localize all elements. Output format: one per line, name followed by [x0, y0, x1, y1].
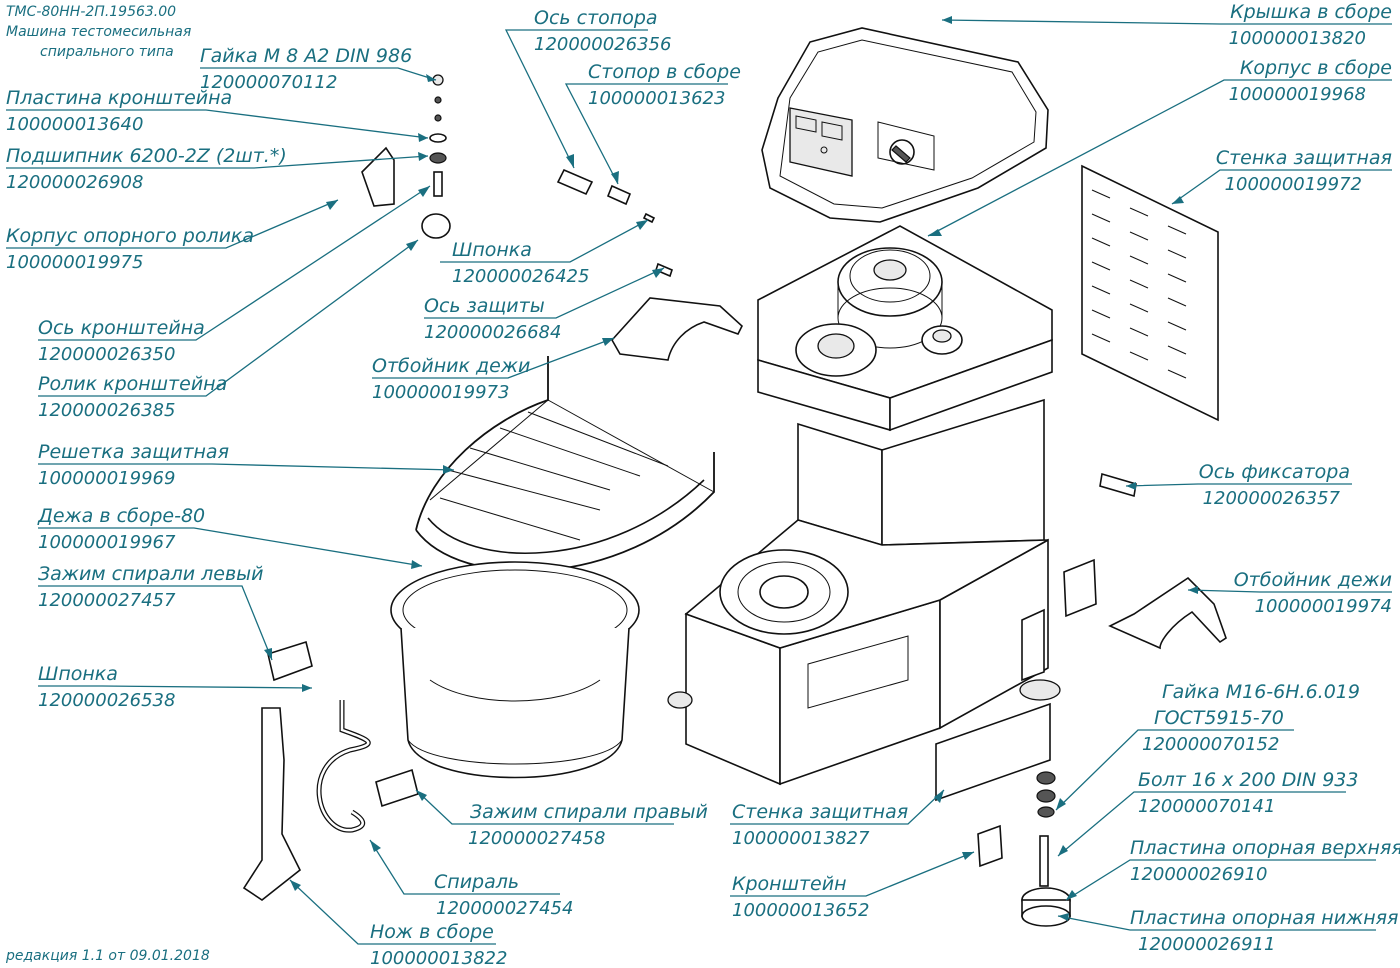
label-name: Кронштейн — [732, 873, 847, 895]
drawing-code: ТМС-80НН-2П.19563.00 — [6, 4, 176, 20]
knife-part — [242, 707, 302, 901]
label-number: 120000026356 — [534, 34, 671, 55]
label-name: Стопор в сборе — [588, 61, 741, 83]
label-name: Пластина кронштейна — [6, 87, 232, 109]
label-name: Решетка защитная — [38, 441, 229, 463]
label-number: 120000070141 — [1138, 796, 1275, 817]
label-name: Ось защиты — [424, 295, 545, 317]
label-number: 100000019974 — [1255, 596, 1392, 617]
label-name: Ось стопора — [534, 7, 658, 29]
label-number: 100000019967 — [38, 532, 176, 553]
stopper-parts — [556, 168, 1137, 868]
label-number: 120000026350 — [38, 344, 175, 365]
label-name: Гайка М16-6Н.6.019 — [1162, 681, 1360, 703]
label-number: 120000070152 — [1142, 734, 1279, 755]
leader-lines — [6, 16, 1392, 945]
label-number: 120000026385 — [38, 400, 175, 421]
label-number: 100000013827 — [732, 828, 870, 849]
label-number: 100000013640 — [6, 114, 143, 135]
label-number: 100000013822 — [370, 948, 507, 968]
label-number: 120000026538 — [38, 690, 175, 711]
label-name: Зажим спирали левый — [38, 563, 264, 585]
deflector-upper-part — [611, 297, 743, 361]
rear-grille-part — [1081, 164, 1219, 422]
label-number: 100000013820 — [1229, 28, 1366, 49]
foot-parts — [1021, 771, 1071, 927]
label-number: 100000013623 — [588, 88, 725, 109]
label-name: Шпонка — [38, 663, 118, 685]
label-name: Ось кронштейна — [38, 317, 205, 339]
label-name: Ролик кронштейна — [38, 373, 227, 395]
drawing-title-line2: спирального типа — [40, 44, 174, 60]
label-name: Шпонка — [452, 239, 532, 261]
label-number: 100000019975 — [6, 252, 143, 273]
label-number: 120000027457 — [38, 590, 176, 611]
housing-part — [667, 225, 1061, 786]
label-number: 120000070112 — [200, 72, 337, 93]
callout-labels: Гайка М 8 А2 DIN 986 120000070112 Пласти… — [6, 1, 1400, 968]
label-number: 120000026425 — [452, 266, 589, 287]
label-name: Пластина опорная верхняя — [1130, 837, 1400, 859]
front-plate-part — [935, 702, 1051, 802]
roller-stack-parts — [361, 74, 451, 239]
label-name: Крышка в сборе — [1230, 1, 1392, 23]
label-name: Дежа в сборе-80 — [37, 505, 205, 527]
drawing-title-line1: Машина тестомесильная — [6, 24, 191, 40]
label-name: Ось фиксатора — [1199, 461, 1350, 483]
label-name: Пластина опорная нижняя — [1130, 907, 1398, 929]
clamp-left-part — [267, 640, 313, 682]
label-number: 120000026911 — [1138, 934, 1275, 955]
label-number: 120000027458 — [468, 828, 605, 849]
label-name: Отбойник дежи — [1234, 569, 1392, 591]
label-name: Болт 16 х 200 DIN 933 — [1138, 769, 1358, 791]
label-number: 120000026684 — [424, 322, 561, 343]
label-name: Стенка защитная — [1216, 147, 1392, 169]
label-standard: ГОСТ5915-70 — [1154, 707, 1284, 729]
label-name: Спираль — [434, 871, 519, 893]
label-number: 100000019973 — [372, 382, 509, 403]
label-number: 120000026910 — [1130, 864, 1267, 885]
label-name: Стенка защитная — [732, 801, 908, 823]
deflector-right-part — [1108, 576, 1227, 650]
label-number: 100000019972 — [1225, 174, 1362, 195]
revision-note: редакция 1.1 от 09.01.2018 — [5, 948, 210, 964]
label-name: Подшипник 6200-2Z (2шт.*) — [6, 145, 287, 167]
lid-part — [761, 27, 1049, 223]
clamp-right-part — [375, 768, 419, 808]
label-name: Зажим спирали правый — [470, 801, 708, 823]
label-number: 100000019969 — [38, 468, 175, 489]
label-number: 100000013652 — [732, 900, 869, 921]
label-number: 120000026357 — [1203, 488, 1341, 509]
label-number: 120000026908 — [6, 172, 143, 193]
label-name: Нож в сборе — [370, 921, 494, 943]
machine-drawing — [242, 27, 1227, 927]
label-name: Гайка М 8 А2 DIN 986 — [200, 45, 412, 67]
label-name: Корпус опорного ролика — [6, 225, 254, 247]
label-number: 120000027454 — [436, 898, 573, 919]
bowl-part — [390, 561, 640, 779]
label-name: Корпус в сборе — [1240, 57, 1392, 79]
label-number: 100000019968 — [1229, 84, 1366, 105]
label-name: Отбойник дежи — [372, 355, 530, 377]
